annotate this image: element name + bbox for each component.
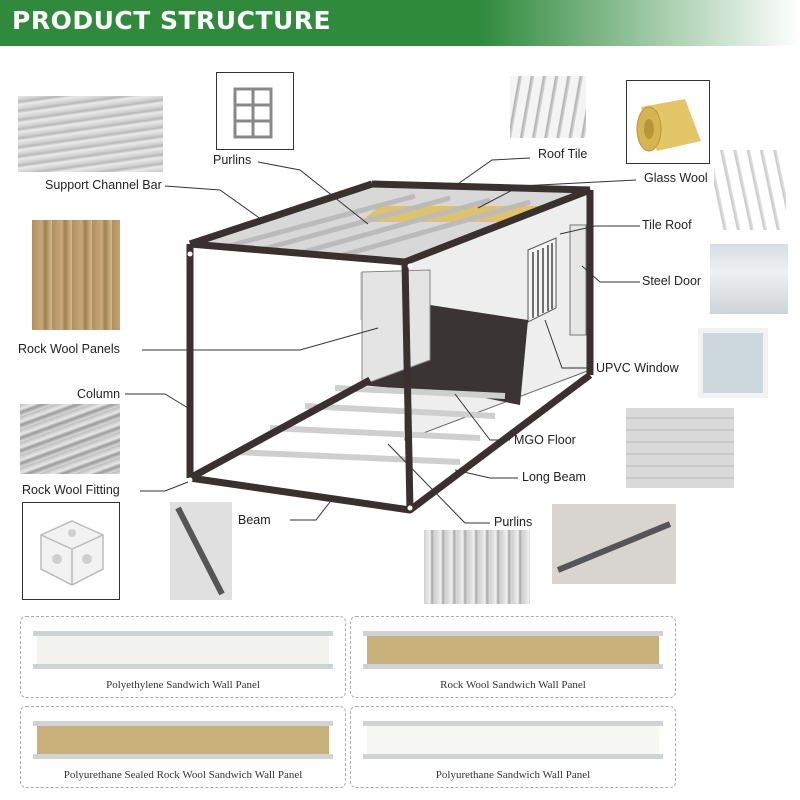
- panel-sample: [33, 721, 333, 759]
- panel-core: [37, 636, 329, 664]
- floor-purlins: [234, 385, 506, 465]
- rock-wool-fitting-photo: [22, 502, 120, 600]
- panel-core: [37, 726, 329, 754]
- panel-card-pu-sealed-rock-wool: Polyurethane Sealed Rock Wool Sandwich W…: [20, 706, 346, 788]
- panel-caption: Polyethylene Sandwich Wall Panel: [106, 679, 260, 691]
- label-upvc-window: UPVC Window: [596, 361, 679, 375]
- column-photo: [20, 404, 120, 474]
- panel-caption: Polyurethane Sandwich Wall Panel: [435, 769, 591, 781]
- header-banner: PRODUCT STRUCTURE: [0, 0, 800, 46]
- label-roof-tile: Roof Tile: [538, 147, 588, 161]
- glass-wool-photo: [626, 80, 710, 164]
- label-column: Column: [77, 387, 121, 401]
- upvc-window-illustration: [527, 237, 557, 323]
- purlins-top-photo: [216, 72, 294, 150]
- panel-sample: [33, 631, 333, 669]
- panel-caption: Polyurethane Sealed Rock Wool Sandwich W…: [63, 769, 303, 781]
- label-beam: Beam: [238, 513, 271, 527]
- leader-lines: [125, 157, 640, 524]
- label-tile-roof: Tile Roof: [642, 218, 692, 232]
- rock-wool-panels-photo: [32, 220, 120, 330]
- panel-card-polyurethane: Polyurethane Sandwich Wall Panel: [350, 706, 676, 788]
- mgo-floor-photo: [626, 408, 734, 488]
- panel-card-rock-wool: Rock Wool Sandwich Wall Panel: [350, 616, 676, 698]
- tile-roof-photo: [714, 150, 786, 230]
- label-long-beam: Long Beam: [522, 470, 586, 484]
- page-title: PRODUCT STRUCTURE: [12, 6, 332, 35]
- support-channel-bar-photo: [18, 96, 163, 172]
- label-mgo-floor: MGO Floor: [514, 433, 576, 447]
- steel-door-photo: [710, 244, 788, 314]
- panel-core: [367, 636, 659, 664]
- label-rock-wool-fitting: Rock Wool Fitting: [22, 483, 120, 497]
- wool-roll-icon: [636, 99, 701, 152]
- panel-core: [367, 726, 659, 754]
- beam-channel-icon: [175, 506, 225, 596]
- corner-fitting-icon: [40, 520, 104, 586]
- label-support-channel-bar: Support Channel Bar: [45, 178, 162, 192]
- steel-door: [569, 224, 587, 336]
- long-beam-photo: [552, 504, 676, 584]
- label-glass-wool: Glass Wool: [644, 171, 708, 185]
- panel-sample: [363, 631, 663, 669]
- long-beam-icon: [556, 521, 672, 573]
- frame-bolts: [187, 251, 413, 511]
- label-purlins-top: Purlins: [213, 153, 252, 167]
- label-rock-wool-panels: Rock Wool Panels: [18, 342, 120, 356]
- beam-photo: [170, 502, 232, 600]
- upvc-window-photo: [698, 328, 768, 398]
- purlin-profile-icon: [233, 87, 273, 139]
- label-purlins-bottom: Purlins: [494, 515, 533, 529]
- mgo-floor: [360, 305, 528, 405]
- panel-card-polyethylene: Polyethylene Sandwich Wall Panel: [20, 616, 346, 698]
- label-steel-door: Steel Door: [642, 274, 702, 288]
- panel-caption: Rock Wool Sandwich Wall Panel: [440, 679, 586, 691]
- roof-purlins: [224, 193, 531, 259]
- panel-sample: [363, 721, 663, 759]
- roof-tile-photo: [510, 76, 586, 138]
- purlins-bottom-photo: [424, 530, 530, 604]
